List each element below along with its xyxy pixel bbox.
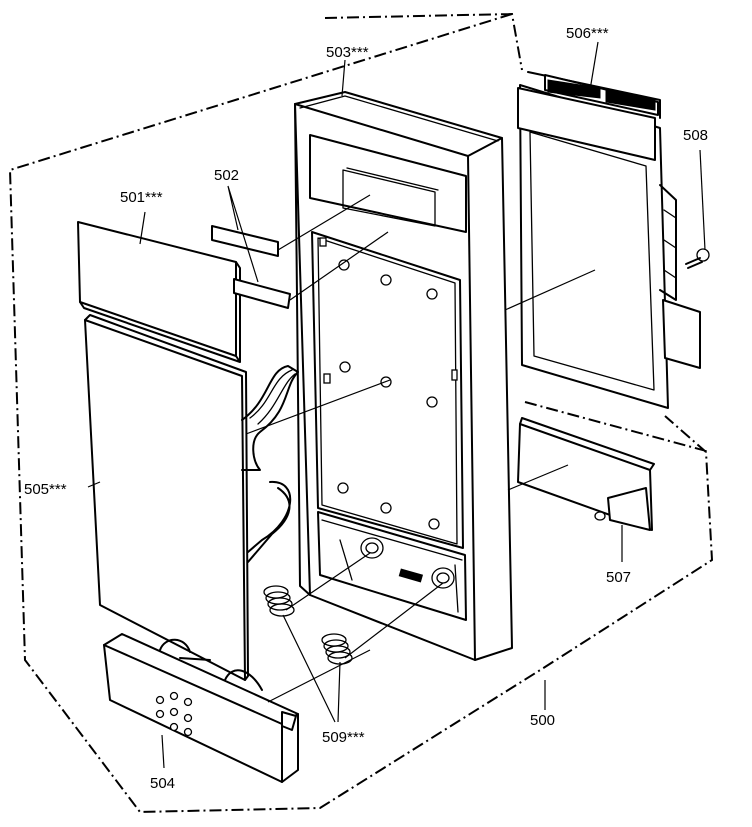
label-507: 507 <box>606 569 631 586</box>
spring-left <box>263 585 295 617</box>
label-503: 503*** <box>326 44 369 61</box>
label-501: 501*** <box>120 189 163 206</box>
label-505: 505*** <box>24 481 67 498</box>
latch-507 <box>517 417 655 531</box>
screw-508 <box>685 248 710 269</box>
label-500: 500 <box>530 712 555 729</box>
assembly-boundary-500 <box>8 12 714 814</box>
display-overlay-501 <box>77 221 241 363</box>
control-panel-frame-503 <box>294 91 513 661</box>
projection-lines <box>245 194 596 703</box>
spring-right <box>321 633 353 665</box>
pcb-board-506 <box>517 71 701 409</box>
label-502: 502 <box>214 167 239 184</box>
label-504: 504 <box>150 775 175 792</box>
springs-509 <box>263 585 353 665</box>
front-overlay-505 <box>84 314 299 681</box>
callout-leaders <box>87 41 706 769</box>
label-506: 506*** <box>566 25 609 42</box>
label-508: 508 <box>683 127 708 144</box>
label-509: 509*** <box>322 729 365 746</box>
coil-component <box>547 79 656 111</box>
button-bar-504 <box>103 633 299 783</box>
